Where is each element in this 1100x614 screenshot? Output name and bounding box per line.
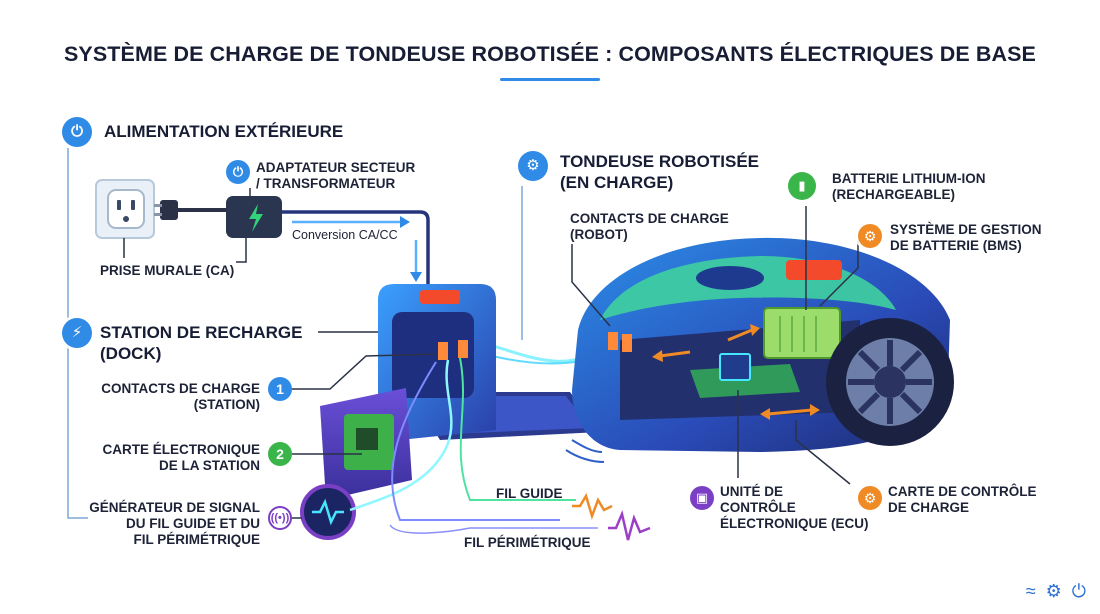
- page-title: SYSTÈME DE CHARGE DE TONDEUSE ROBOTISÉE …: [63, 42, 1037, 66]
- footer-icons: ≈ ⚙ ⏻: [1026, 581, 1086, 602]
- robot-mower-icon: ≈: [1025, 581, 1036, 601]
- charge-board-gear-icon: ⚙: [858, 486, 882, 510]
- label-perimeter-wire: FIL PÉRIMÉTRIQUE: [464, 535, 591, 550]
- label-station-contacts-line2: (STATION): [193, 397, 260, 412]
- signal-wave-icon: ((•)): [268, 506, 292, 530]
- mower-illustration: [565, 237, 954, 463]
- label-station-contacts-line1: CONTACTS DE CHARGE: [101, 381, 260, 396]
- label-ecu-line2: CONTRÔLE: [720, 500, 796, 515]
- label-signal-generator-line3: FIL PÉRIMÉTRIQUE: [133, 532, 260, 547]
- guide-wire-wave: [572, 492, 613, 520]
- label-bms-line2: DE BATTERIE (BMS): [890, 238, 1022, 253]
- label-charge-board-line2: DE CHARGE: [888, 500, 970, 515]
- wall-outlet-illustration: [95, 179, 155, 239]
- label-conversion: Conversion CA/CC: [292, 228, 398, 242]
- label-robot-contacts-line1: CONTACTS DE CHARGE: [570, 211, 729, 226]
- label-station-board-line1: CARTE ÉLECTRONIQUE: [102, 442, 260, 457]
- label-battery-line2: (RECHARGEABLE): [832, 187, 955, 202]
- badge-two: 2: [268, 442, 292, 466]
- left-bracket-line: [67, 148, 88, 519]
- label-signal-generator-line2: DU FIL GUIDE ET DU: [125, 516, 260, 531]
- perimeter-wire-wave: [608, 509, 651, 541]
- battery-icon: ▮: [788, 172, 816, 200]
- label-charge-board-line1: CARTE DE CONTRÔLE: [888, 484, 1037, 499]
- section-mower-line1: TONDEUSE ROBOTISÉE: [560, 152, 759, 171]
- label-battery-line1: BATTERIE LITHIUM-ION: [832, 171, 986, 186]
- adapter-illustration: [226, 196, 430, 290]
- adapter-plug-icon: ⏻: [226, 160, 250, 184]
- bms-gear-icon: ⚙: [858, 224, 882, 248]
- chip-icon: ▣: [690, 486, 714, 510]
- footer-gear-icon: ⚙: [1045, 581, 1062, 601]
- label-bms-line1: SYSTÈME DE GESTION: [890, 222, 1042, 237]
- lightning-icon: ⚡: [62, 318, 92, 348]
- label-station-board-line2: DE LA STATION: [159, 458, 260, 473]
- label-adapter-line2: / TRANSFORMATEUR: [256, 176, 396, 191]
- section-outdoor-power: ALIMENTATION EXTÉRIEURE: [104, 122, 344, 141]
- dock-illustration: [300, 284, 600, 540]
- badge-one: 1: [268, 377, 292, 401]
- section-dock-line1: STATION DE RECHARGE: [100, 323, 303, 342]
- gears-icon: ⚙: [518, 151, 548, 181]
- label-signal-generator-line1: GÉNÉRATEUR DE SIGNAL: [89, 500, 260, 515]
- section-mower-line2: (EN CHARGE): [560, 173, 674, 192]
- footer-plug-icon: ⏻: [1071, 581, 1086, 601]
- label-ecu-line3: ÉLECTRONIQUE (ECU): [720, 516, 869, 531]
- plug-cable: [154, 200, 228, 220]
- label-guide-wire: FIL GUIDE: [496, 486, 563, 501]
- label-ecu-line1: UNITÉ DE: [720, 484, 784, 499]
- label-wall-outlet: PRISE MURALE (CA): [100, 263, 235, 278]
- section-dock-line2: (DOCK): [100, 344, 162, 363]
- title-underline: [500, 78, 600, 81]
- label-robot-contacts-line2: (ROBOT): [570, 227, 628, 242]
- plug-icon: ⏻: [62, 117, 92, 147]
- label-adapter-line1: ADAPTATEUR SECTEUR: [256, 160, 416, 175]
